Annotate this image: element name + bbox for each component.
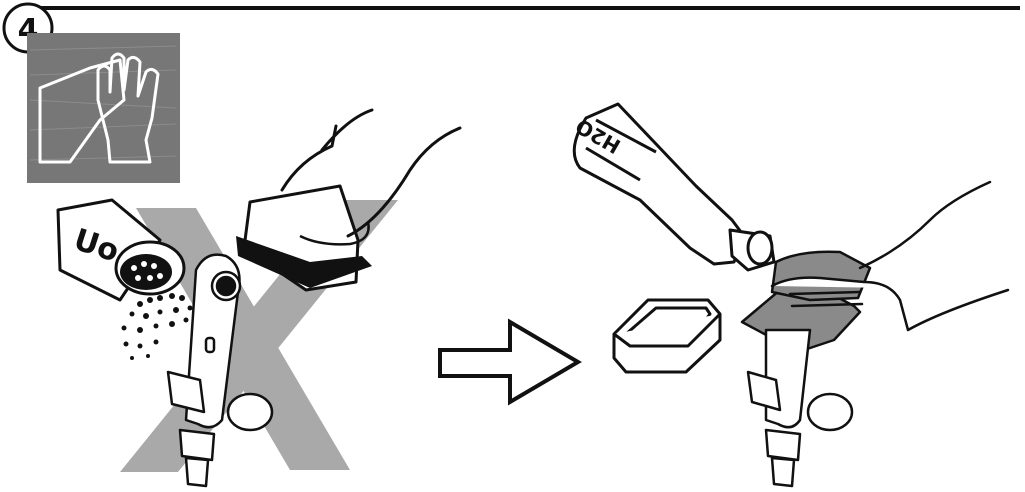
header-rule — [40, 6, 1020, 10]
spray-droplets — [122, 293, 193, 360]
sponge-icon — [614, 300, 720, 372]
gloves-icon — [27, 33, 180, 183]
allowed-panel: H2O — [571, 104, 1008, 486]
arrow-right-icon — [440, 322, 578, 402]
shower-head-right — [748, 330, 852, 486]
water-bottle-icon: H2O — [571, 104, 774, 270]
